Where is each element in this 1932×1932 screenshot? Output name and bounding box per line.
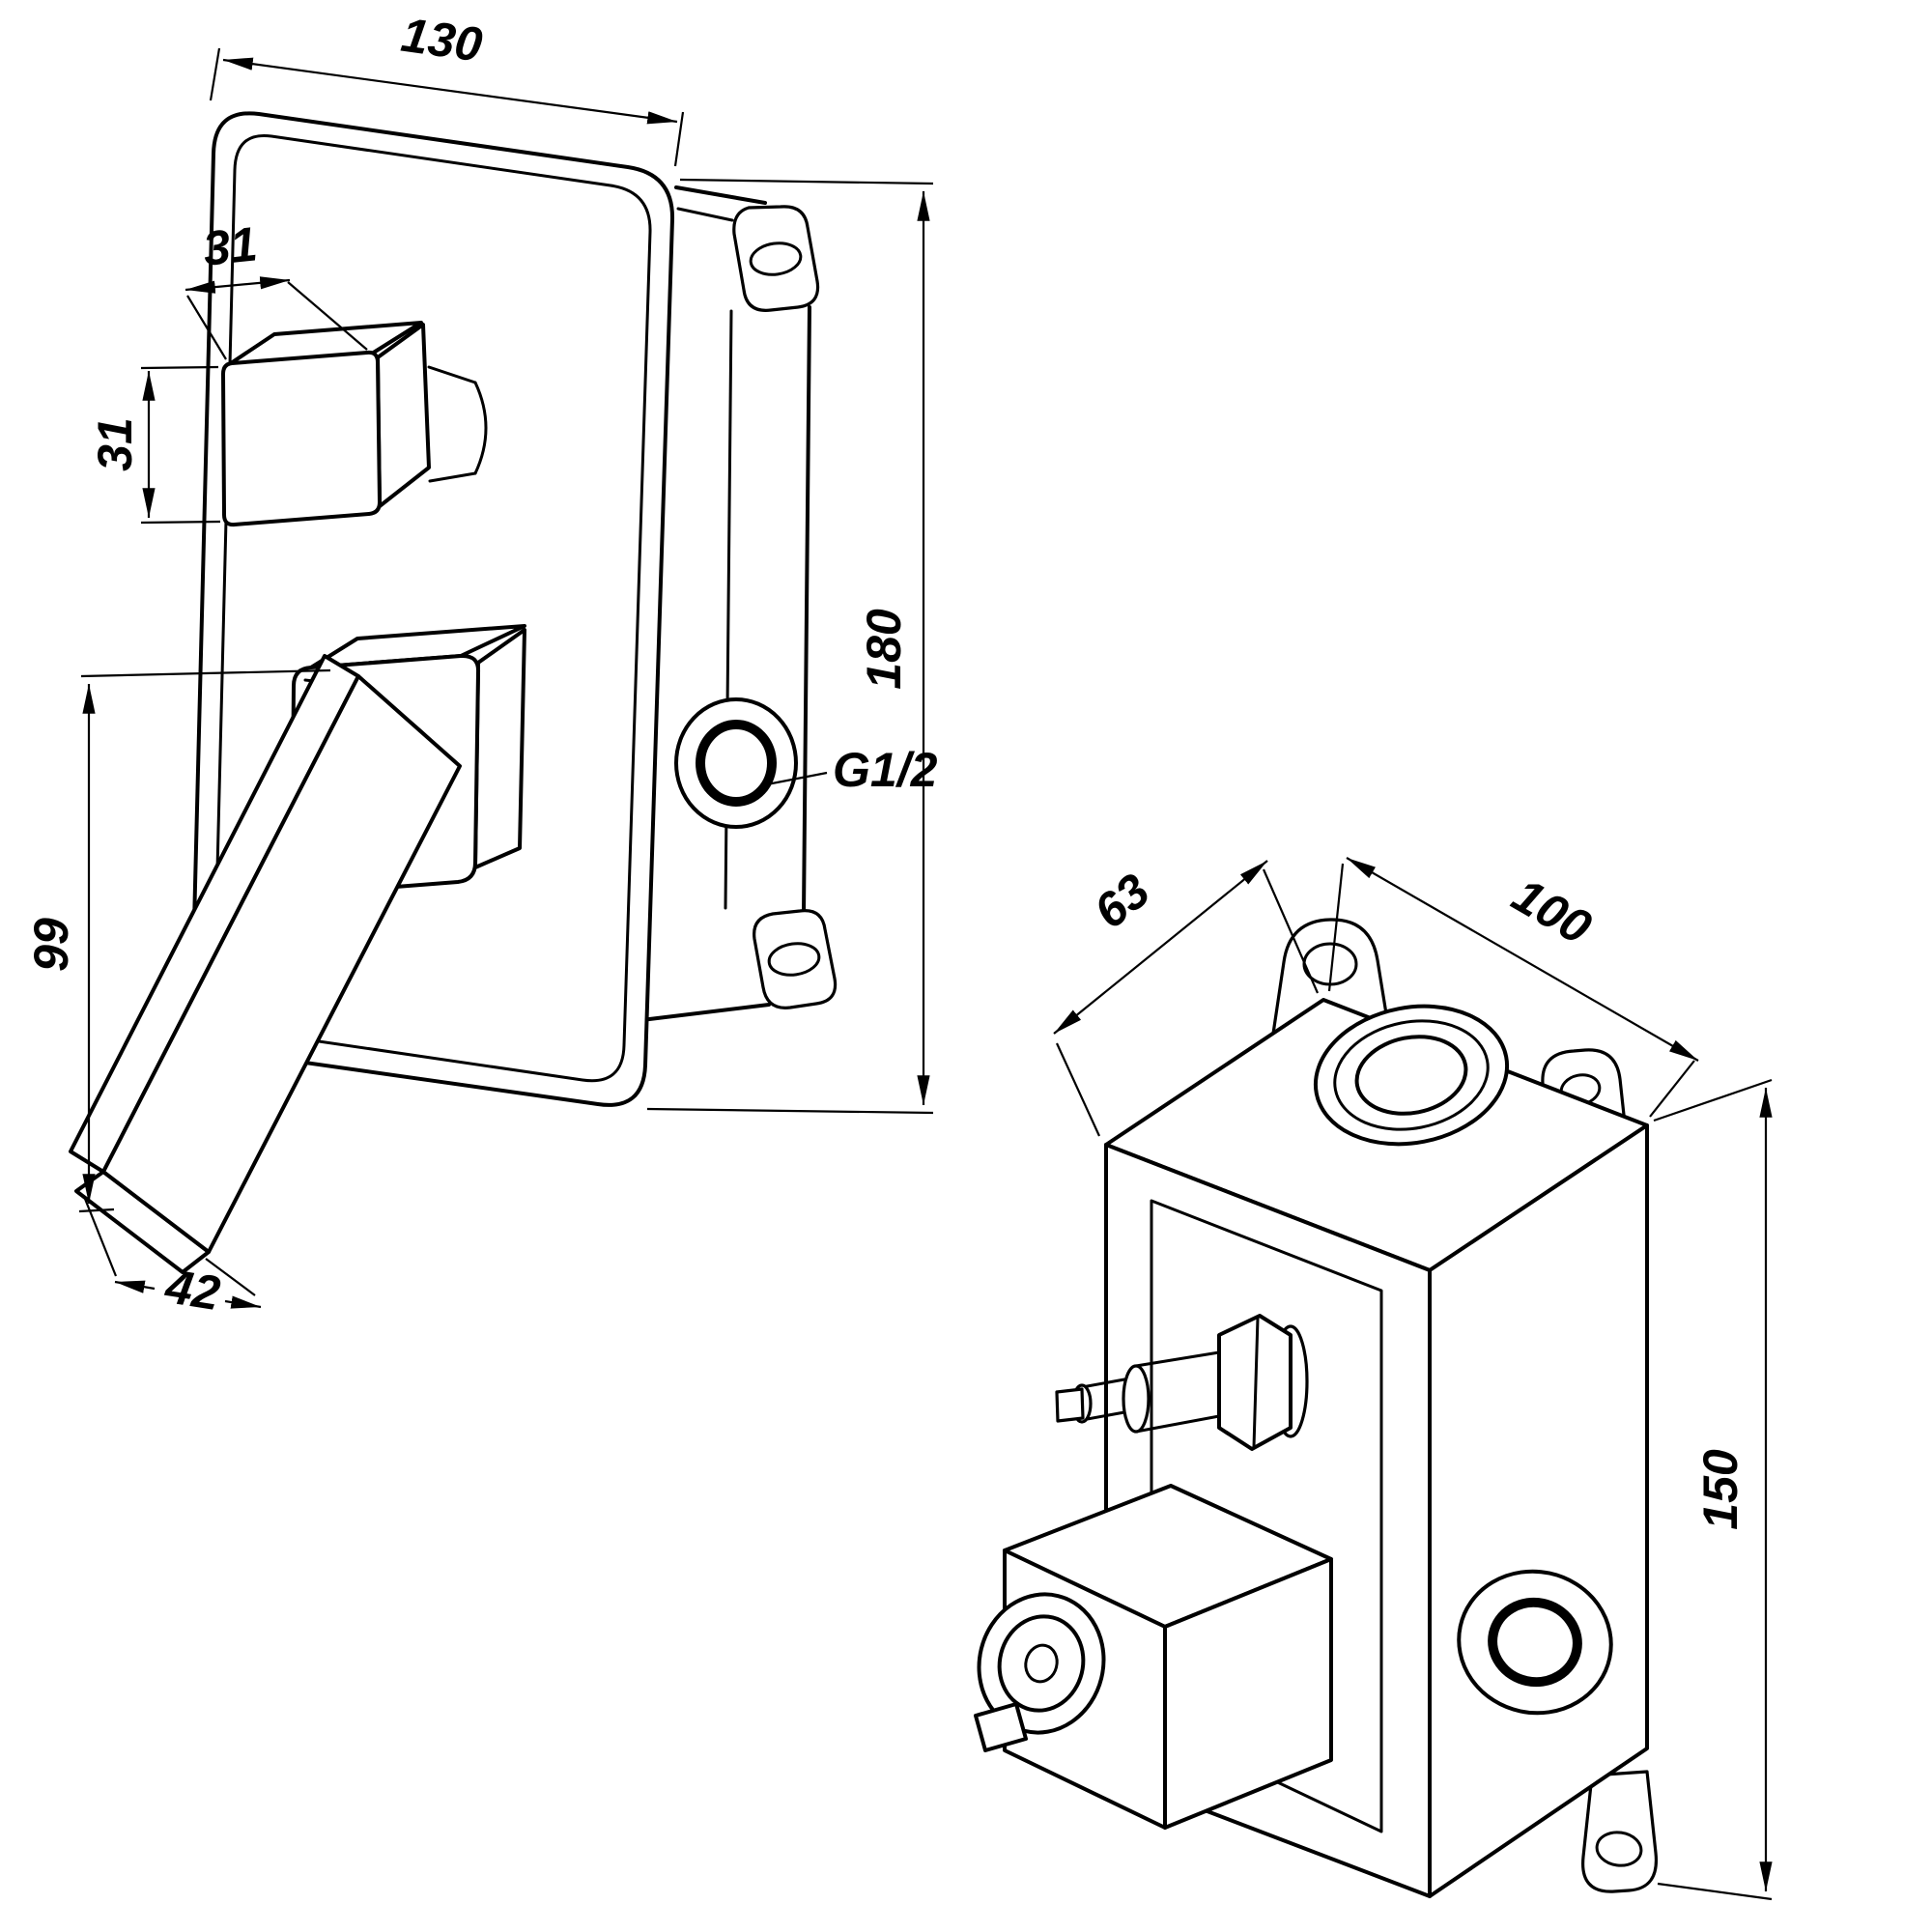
outlet-port (674, 697, 798, 829)
stub-square-tip (1055, 1387, 1085, 1423)
rear-box (639, 185, 838, 1022)
ext-line (1262, 868, 1320, 994)
dim-lever-length-label: 99 (24, 918, 78, 972)
lever-front-face (101, 674, 462, 1254)
mounting-ear-top (732, 205, 820, 312)
stub-cyl-top (1134, 1350, 1221, 1368)
ext-line (205, 1258, 256, 1296)
ext-line (1657, 1882, 1773, 1901)
diverter-block (974, 1484, 1333, 1830)
dim-plate-width: 130 (209, 8, 685, 167)
knob-stem-bottom (428, 471, 477, 483)
dim-lever-width: 42 (83, 1198, 262, 1321)
dim-body-height-label: 150 (1693, 1449, 1747, 1530)
outlet-thread-label: G1/2 (833, 743, 938, 797)
ext-line (673, 111, 685, 167)
ext-line (679, 178, 934, 185)
ext-line (1649, 1060, 1695, 1118)
rear-box-right-edge (802, 305, 811, 916)
dim-knob-width-label: 31 (201, 216, 260, 276)
trim-front-view: 130 31 31 180 G1/2 (24, 8, 938, 1321)
stub-cyl-bottom (1134, 1414, 1221, 1434)
dim-lever-length: 99 (24, 668, 331, 1213)
rear-box-bottom-edge (639, 1003, 771, 1022)
knob-stem-top (427, 365, 477, 384)
leader-line (766, 771, 828, 786)
dim-body-height: 150 (1653, 1078, 1773, 1901)
stub-hex-facet (1252, 1316, 1260, 1449)
dim-knob-height: 31 (88, 365, 221, 525)
block-right-face (1163, 1557, 1333, 1830)
ext-line (646, 1107, 934, 1115)
outlet-port-outer (674, 697, 798, 829)
dim-line (1053, 860, 1268, 1035)
trim-plate-rim (213, 133, 652, 1083)
rear-box-top-edge-2 (676, 207, 734, 222)
ext-line (83, 1198, 118, 1277)
ext-line (1056, 1042, 1100, 1137)
ext-line (1327, 863, 1345, 992)
dim-line (114, 1280, 156, 1293)
rear-box-top-edge (674, 185, 767, 205)
spline-boss-mid (997, 1614, 1086, 1713)
dim-knob-width: 31 (185, 216, 368, 360)
dim-lever-width-label: 42 (161, 1259, 224, 1321)
dim-line (1346, 857, 1699, 1062)
box-front-right-face (1428, 1123, 1649, 1898)
spline-boss-center (1024, 1643, 1059, 1684)
dim-line (224, 1295, 262, 1309)
ear-hole-top (749, 242, 803, 276)
ext-line (140, 365, 219, 370)
spline-shaft-tip (974, 1702, 1028, 1752)
mounting-ear-bottom (753, 909, 838, 1009)
dim-plate-height-label: 180 (857, 609, 911, 690)
knob-stem-cap (473, 381, 488, 475)
ext-line (140, 520, 221, 525)
ear-hole-bottom (1595, 1831, 1643, 1867)
dim-plate-width-label: 130 (398, 8, 486, 72)
side-port (1457, 1569, 1613, 1716)
ext-line (1653, 1078, 1773, 1122)
ext-line (287, 281, 368, 351)
ext-line (209, 47, 221, 101)
stub-cyl-cap (1122, 1364, 1151, 1434)
knob-front-face (221, 350, 382, 527)
side-port-inner (1488, 1597, 1582, 1688)
dim-body-depth-label: 63 (1084, 863, 1160, 939)
dim-line (222, 57, 678, 125)
dim-line (185, 276, 291, 294)
stub-tip-top (1080, 1378, 1126, 1389)
cartridge-stub (1055, 1314, 1309, 1451)
outlet-port-inner (696, 720, 777, 807)
rough-in-body-view: 63 100 150 (974, 857, 1773, 1901)
ext-line (80, 668, 331, 678)
stub-tip-bottom (1080, 1410, 1126, 1422)
dim-plate-height: 180 (646, 178, 934, 1115)
base-side-face (473, 628, 526, 869)
side-port-outer (1457, 1569, 1613, 1716)
diverter-knob (221, 321, 488, 527)
dim-body-width-label: 100 (1503, 867, 1600, 954)
ear-hole-bottom (767, 942, 821, 977)
ext-line (78, 1208, 115, 1213)
ext-line (186, 295, 227, 360)
label-outlet-thread: G1/2 (766, 743, 938, 797)
lever-handle (69, 654, 462, 1274)
dim-knob-height-label: 31 (88, 417, 142, 471)
